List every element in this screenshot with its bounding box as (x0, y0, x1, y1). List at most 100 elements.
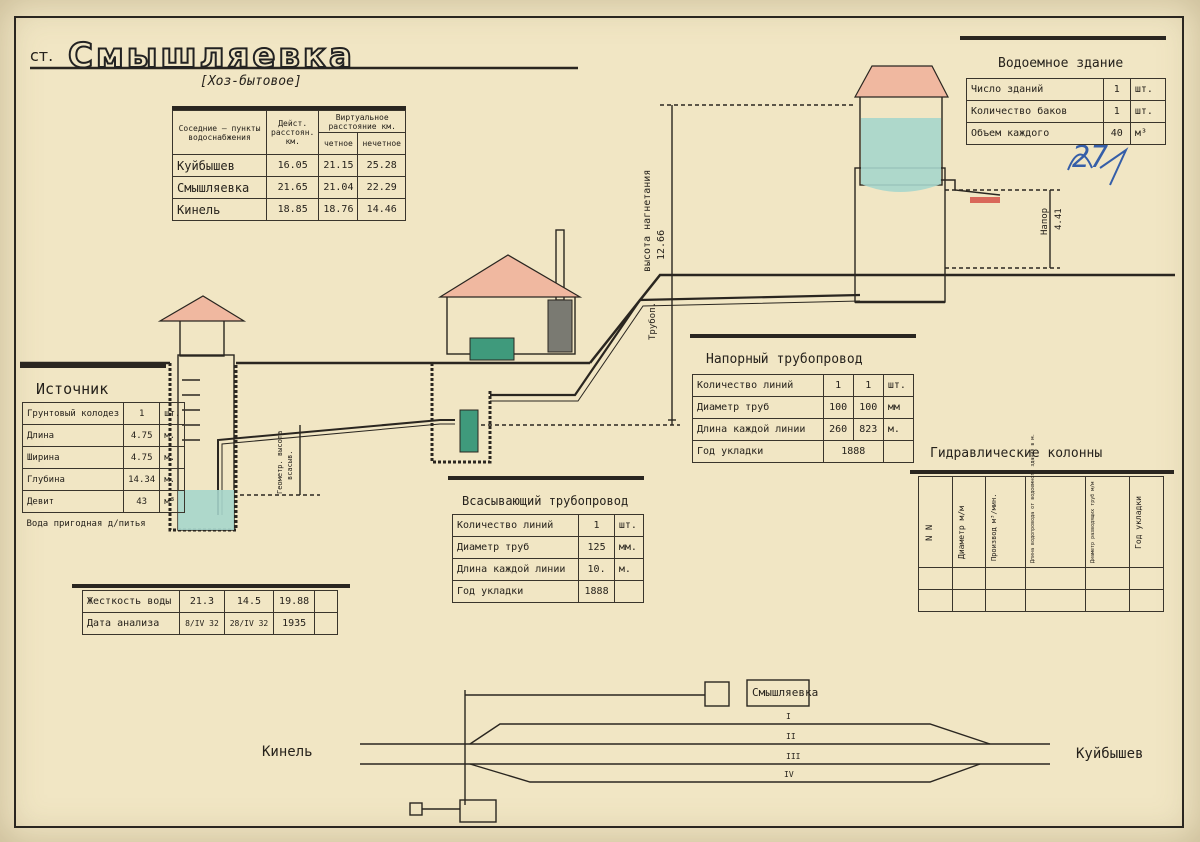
pressure-v1: 100 (822, 396, 854, 419)
distance-odd: 14.46 (357, 198, 406, 221)
pressure-pipe-line (490, 293, 861, 397)
source-label: Длина (21, 424, 125, 447)
distance-actual: 21.65 (266, 176, 320, 199)
ground-line-slope (589, 273, 1175, 364)
track-right-destination: Куйбышев (1076, 746, 1144, 762)
source-title: Источник (36, 380, 109, 398)
pressure-v1: 1 (822, 374, 854, 397)
distance-odd: 25.28 (357, 154, 406, 177)
pressure-v2: 1 (852, 374, 884, 397)
table-row: Смышляевка 21.65 21.04 22.29 (171, 176, 406, 199)
geometric-height-label: Геометр. высота (276, 430, 284, 494)
sheet-stamp: 27 (1072, 140, 1109, 175)
suction-height-label: всасыв. (286, 450, 294, 480)
boiler (547, 299, 573, 353)
hydrant-col: Диаметр разводящих труб м/м (1085, 476, 1131, 568)
track-number: IV (784, 770, 794, 779)
tower-value: 1 (1102, 78, 1131, 101)
tower-unit: шт. (1129, 100, 1167, 123)
hydrant-col: Год укладки (1129, 476, 1164, 568)
well-house (179, 319, 225, 357)
pressure-label: Год укладки (692, 440, 824, 463)
pressure-label: Длина каждой линии (692, 418, 824, 441)
distances-header-even: четное (318, 132, 359, 155)
distance-even: 21.04 (318, 176, 359, 199)
hydrant-col: Длина водопровода от водоемного здания в… (1025, 434, 1087, 568)
quality-a: 8/IV 32 (179, 612, 225, 635)
distance-point: Кинель (171, 198, 268, 221)
source-note: Вода пригодная д/питья (26, 518, 146, 529)
pressure-label: Диаметр труб (692, 396, 824, 419)
pump-suction-unit (459, 409, 479, 453)
source-unit: м. (159, 446, 186, 469)
suction-value: 1888 (578, 580, 615, 603)
station-prefix: ст. (30, 46, 54, 65)
suction-value: 125 (578, 536, 615, 559)
hydrant-table-title: Гидравлические колонны (930, 446, 1103, 461)
pipe-label: Трубоп. (648, 302, 658, 340)
hydrant-header: Производ м³/мин. (990, 493, 999, 561)
tower-value: 40 (1102, 122, 1131, 145)
pump-unit (469, 337, 515, 361)
distances-header-virtual: Виртуальное расстояние км. (318, 110, 406, 133)
distances-header-odd: нечетное (357, 132, 406, 155)
track-number: I (786, 712, 791, 721)
pressure-v1: 260 (822, 418, 854, 441)
distance-actual: 18.85 (266, 198, 320, 221)
track-station-name: Смышляевка (752, 686, 819, 699)
pressure-v2: 823 (852, 418, 884, 441)
source-value: 4.75 (123, 446, 161, 469)
tower-label: Число зданий (966, 78, 1104, 101)
table-row (918, 589, 1164, 612)
distance-point: Куйбышев (171, 154, 268, 177)
distance-odd: 22.29 (357, 176, 406, 199)
table-row: Куйбышев 16.05 21.15 25.28 (171, 154, 406, 177)
hydrant-col: N N (918, 476, 953, 568)
suction-unit: мм. (613, 536, 645, 559)
distance-actual: 16.05 (266, 154, 320, 177)
well-roof (157, 295, 247, 322)
head-height-value: 12.66 (656, 229, 667, 260)
pressure-unit: шт. (882, 374, 915, 397)
head-height-label: высота нагнетания (642, 169, 653, 272)
table-row: Кинель 18.85 18.76 14.46 (171, 198, 406, 221)
quality-label: Дата анализа (81, 612, 181, 635)
hydrant-header: Диаметр разводящих труб м/м (1090, 481, 1097, 563)
pump-house-roof (437, 254, 583, 298)
suction-unit (613, 580, 645, 603)
quality-c: 1935 (273, 612, 315, 635)
hydrant-header: Год укладки (1134, 496, 1144, 549)
hydrant-table: N N Диаметр м/м Производ м³/мин. Длина в… (918, 434, 1164, 612)
hydrant-col: Производ м³/мин. (985, 476, 1027, 568)
hydrant-header: Длина водопровода от водоемного здания в… (1030, 433, 1037, 563)
distance-point: Смышляевка (171, 176, 268, 199)
suction-label: Длина каждой линии (451, 558, 580, 581)
source-value: 43 (123, 490, 161, 513)
suction-label: Год укладки (451, 580, 580, 603)
source-label: Девит (21, 490, 125, 513)
source-unit: м³ (159, 490, 186, 513)
track-number: III (786, 752, 801, 761)
track-number: II (786, 732, 796, 741)
table-row (918, 567, 1164, 590)
tower-label: Количество баков (966, 100, 1104, 123)
track-left-destination: Кинель (262, 744, 313, 760)
quality-a: 21.3 (179, 590, 225, 613)
distance-even: 21.15 (318, 154, 359, 177)
